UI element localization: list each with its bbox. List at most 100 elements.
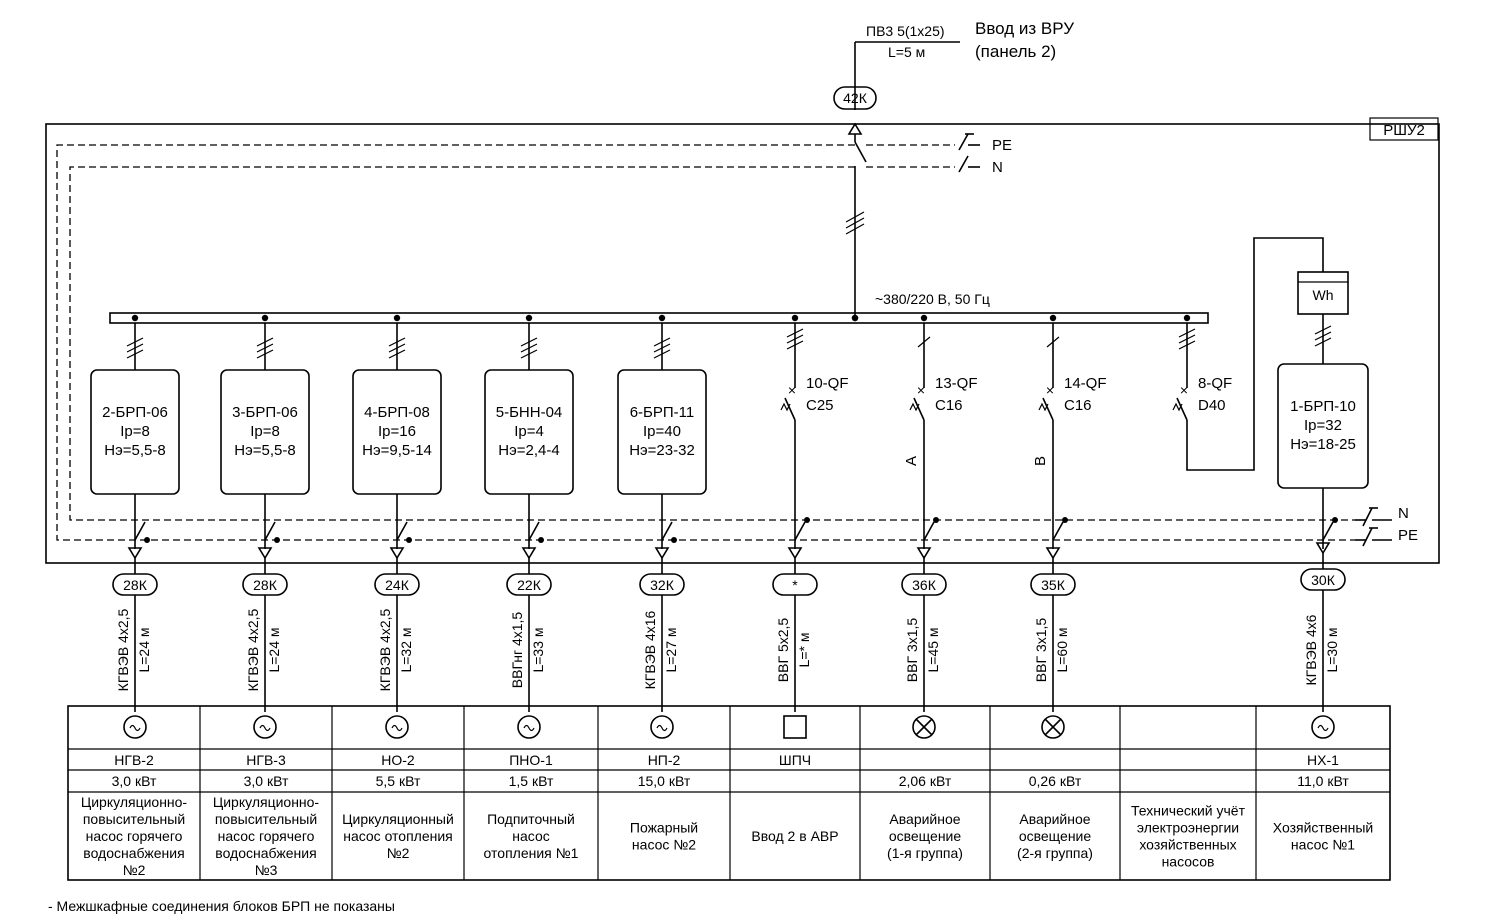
block-label: 4-БРП-08: [364, 404, 430, 421]
block-label: 5-БНН-04: [496, 404, 563, 421]
terminal-label: 35К: [1041, 577, 1066, 593]
load-description: водоснабжения: [83, 845, 184, 861]
load-power: 3,0 кВт: [112, 773, 157, 789]
load-description: Циркуляционно-: [81, 794, 188, 810]
load-description: отопления №1: [484, 845, 579, 861]
cable-type: ВВГнг 4х1,5: [509, 612, 525, 689]
block-label: Ip=16: [378, 423, 416, 440]
panel-border: [45, 123, 1440, 564]
motor-symbol-icon: [253, 715, 277, 739]
cable-type: КГВЭВ 4х2,5: [377, 608, 393, 691]
phase-label: B: [1032, 456, 1049, 466]
pe-loop-dashed: [56, 144, 1355, 541]
load-description: №2: [387, 845, 410, 861]
block-label: Нэ=23-32: [629, 442, 695, 459]
load-description: повысительный: [215, 811, 317, 827]
cable-type: ВВГ 3х1,5: [904, 618, 920, 683]
load-description: Аварийное: [889, 811, 960, 827]
breaker-name: 10-QF: [806, 375, 849, 392]
connector-triangle: [916, 547, 932, 560]
panel-name-box: [1369, 117, 1439, 141]
cable-type: ВВГ 3х1,5: [1033, 618, 1049, 683]
bus-tap-dot: [920, 314, 928, 322]
load-description: Ввод 2 в АВР: [751, 828, 838, 844]
cable-length: L=24 м: [266, 627, 282, 672]
load-description: повысительный: [83, 811, 185, 827]
block-label: Ip=4: [514, 423, 544, 440]
connector-triangle: [257, 547, 273, 560]
footnote: - Межшкафные соединения блоков БРП не по…: [48, 898, 395, 914]
panel-name: РШУ2: [1383, 122, 1425, 139]
meter-branch: Wh: [1186, 237, 1349, 471]
load-description: насос: [512, 828, 549, 844]
main-switch-blade: [854, 141, 867, 163]
table-column-f6: ШПЧ Ввод 2 в АВР: [751, 752, 838, 844]
bus-tap-dot: [525, 314, 533, 322]
block-label: Ip=40: [643, 423, 681, 440]
busbar-rect: [109, 312, 1209, 324]
connector-triangle: [787, 547, 803, 560]
phase-label: A: [903, 456, 920, 466]
breaker-blade: [913, 397, 925, 421]
bus-tap-dot: [261, 314, 269, 322]
block-label: 2-БРП-06: [102, 404, 168, 421]
n-loop-dashed: [69, 166, 1355, 521]
motor-symbol-icon: [517, 715, 541, 739]
breaker-name: 14-QF: [1064, 375, 1107, 392]
bottom-pe-n: N PE: [1355, 505, 1418, 547]
input-cable-type: ПВ3 5(1x25): [866, 23, 945, 39]
load-name: НХ-1: [1307, 752, 1339, 768]
load-description: освещение: [1019, 828, 1092, 844]
load-power: 11,0 кВт: [1297, 773, 1349, 789]
bus-tap-dot: [393, 314, 401, 322]
load-description: насос горячего: [218, 828, 315, 844]
cable-type: КГВЭВ 4х2,5: [115, 608, 131, 691]
cable-length: L=32 м: [398, 627, 414, 672]
load-power: 2,06 кВт: [899, 773, 952, 789]
load-name: НО-2: [381, 752, 415, 768]
breaker-name: 13-QF: [935, 375, 978, 392]
top-pe-n-dashed: [866, 144, 955, 168]
panel-frame: РШУ2: [45, 117, 1440, 564]
input-terminal-oval: [833, 86, 877, 110]
bus-tap-dot: [1183, 314, 1191, 322]
breaker-rating: D40: [1198, 397, 1226, 414]
load-description: Технический учёт: [1131, 803, 1246, 819]
input-terminal-label: 42К: [843, 90, 868, 106]
input-source-panel: (панель 2): [975, 42, 1056, 61]
load-description: №3: [255, 862, 278, 878]
svg-text:×: ×: [1046, 382, 1054, 398]
bottom-n-label: N: [1398, 505, 1409, 522]
load-name: ШПЧ: [779, 752, 811, 768]
breaker-blade: [784, 397, 796, 421]
cabinet-symbol-icon: [783, 715, 807, 739]
block-label: Нэ=18-25: [1290, 436, 1356, 453]
connector-triangle: [654, 547, 670, 560]
load-power: 5,5 кВт: [376, 773, 421, 789]
cable-length: L=* м: [796, 633, 812, 668]
energy-meter-label: Wh: [1313, 287, 1334, 303]
lamp-symbol-icon: [912, 715, 936, 739]
terminal-label: *: [792, 577, 798, 593]
motor-symbol-icon: [650, 715, 674, 739]
load-description: Пожарный: [630, 820, 698, 836]
breaker-rating: C16: [1064, 397, 1092, 414]
block-label: 1-БРП-10: [1290, 398, 1356, 415]
load-description: хозяйственных: [1139, 837, 1236, 853]
block-label: Нэ=9,5-14: [362, 442, 432, 459]
motor-symbol-icon: [1311, 715, 1335, 739]
load-power: 1,5 кВт: [509, 773, 554, 789]
